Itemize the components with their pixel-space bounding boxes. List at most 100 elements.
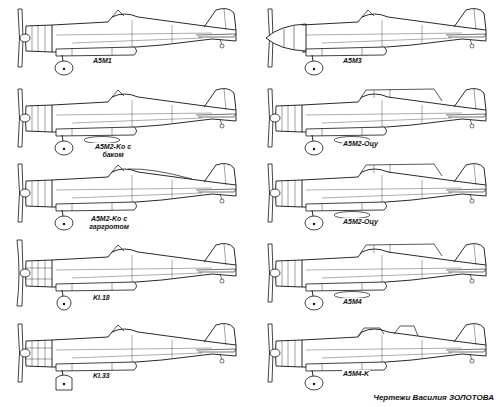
tail-wheel xyxy=(470,359,474,363)
profile-stroke xyxy=(446,349,486,352)
profile-stroke xyxy=(56,47,137,56)
profile-stroke xyxy=(112,90,124,97)
tail-wheel xyxy=(470,279,474,283)
profile-stroke xyxy=(204,324,236,345)
tail-wheel xyxy=(220,124,224,128)
profile-stroke xyxy=(302,14,486,52)
profile-stroke xyxy=(52,169,236,207)
profile-stroke xyxy=(52,249,236,287)
profile-stroke xyxy=(72,363,112,371)
profile-stroke xyxy=(360,89,442,101)
profile-stroke xyxy=(446,269,486,272)
profile-stroke xyxy=(56,20,212,47)
profile-stroke xyxy=(26,268,52,279)
variant-label: KI.18 xyxy=(92,294,111,302)
profile-stroke xyxy=(474,89,476,110)
wheel-hub xyxy=(63,303,65,305)
spinner xyxy=(20,269,30,277)
variant-label: KI.33 xyxy=(92,372,111,380)
aircraft-profile xyxy=(18,164,236,230)
profile-stroke xyxy=(454,164,486,185)
wheel-spat xyxy=(55,61,73,75)
profile-stroke xyxy=(306,202,387,211)
aircraft-profile xyxy=(17,240,236,310)
variant-label: A5M2-Ko с баком xyxy=(90,143,136,159)
spinner xyxy=(20,189,30,197)
aircraft-profile xyxy=(268,89,486,155)
spinner xyxy=(20,34,30,42)
profile-stroke xyxy=(306,127,387,136)
profile-stroke xyxy=(224,324,226,345)
profile-stroke xyxy=(322,283,362,291)
profile-stroke xyxy=(446,34,486,37)
wheel-spat xyxy=(305,216,323,230)
profile-stroke xyxy=(282,180,295,207)
spinner xyxy=(270,189,280,197)
profile-stroke xyxy=(52,329,236,367)
profile-stroke xyxy=(72,128,112,136)
aircraft-profile xyxy=(266,9,486,75)
tail-wheel xyxy=(470,124,474,128)
profile-stroke xyxy=(52,94,236,132)
profile-stroke xyxy=(302,94,486,132)
profile-stroke xyxy=(224,244,226,265)
profile-stroke xyxy=(358,326,418,336)
profile-stroke xyxy=(306,335,462,362)
tail-wheel xyxy=(470,199,474,203)
wheel-hub xyxy=(63,68,65,70)
spinner xyxy=(270,349,280,357)
profile-stroke xyxy=(196,349,236,352)
profile-stroke xyxy=(454,9,486,30)
profile-stroke xyxy=(266,24,306,51)
wheel-hub xyxy=(313,68,315,70)
profile-stroke xyxy=(360,244,442,256)
profile-stroke xyxy=(56,255,212,282)
aircraft-profile xyxy=(18,324,236,390)
profile-stroke xyxy=(56,362,137,371)
profile-stroke xyxy=(302,249,486,287)
profile-stroke xyxy=(282,340,295,367)
profile-stroke xyxy=(374,164,390,173)
wheel-spat xyxy=(305,376,323,390)
profile-stroke xyxy=(204,89,236,110)
profile-stroke xyxy=(446,189,486,192)
wheel-spat xyxy=(57,296,71,310)
wheel-spat xyxy=(305,141,323,155)
profile-stroke xyxy=(302,329,486,367)
profile-stroke xyxy=(56,282,137,291)
profile-stroke xyxy=(32,340,45,367)
profile-stroke xyxy=(196,34,236,37)
aircraft-profile xyxy=(18,9,236,75)
wheel-hub xyxy=(63,383,65,385)
profile-stroke xyxy=(454,89,486,110)
profile-stroke xyxy=(52,14,236,52)
profile-stroke xyxy=(282,260,295,287)
profile-stroke xyxy=(306,20,462,47)
variant-label: A5M2-Оцу xyxy=(342,218,379,226)
spinner xyxy=(270,269,280,277)
profile-stroke xyxy=(56,175,212,202)
profile-stroke xyxy=(56,375,72,390)
aircraft-profile xyxy=(268,324,486,390)
profile-stroke xyxy=(306,282,387,291)
profile-stroke xyxy=(196,269,236,272)
profile-stroke xyxy=(322,48,362,56)
wheel-spat xyxy=(305,61,323,75)
tail-wheel xyxy=(470,44,474,48)
profile-stroke xyxy=(474,244,476,265)
profile-stroke xyxy=(224,9,226,30)
tail-wheel xyxy=(220,44,224,48)
profile-stroke xyxy=(204,244,236,265)
profile-stroke xyxy=(196,114,236,117)
profile-stroke xyxy=(322,203,362,211)
tail-wheel xyxy=(220,279,224,283)
wheel-spat xyxy=(55,216,73,230)
wheel-spat xyxy=(55,141,73,155)
profile-stroke xyxy=(374,244,390,253)
profile-stroke xyxy=(112,10,124,17)
profile-stroke xyxy=(32,25,45,52)
profile-stroke xyxy=(56,127,137,136)
profile-stroke xyxy=(282,105,295,132)
profile-stroke xyxy=(306,100,462,127)
